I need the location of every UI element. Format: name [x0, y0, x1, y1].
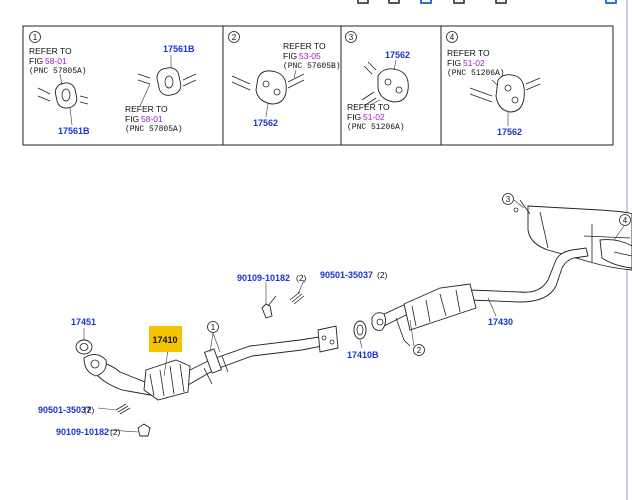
rubber-hanger-drawing	[59, 55, 197, 107]
part-number-link[interactable]: 90501-35037	[38, 405, 91, 415]
refer-label: REFER TO	[447, 48, 490, 58]
fig-label: FIG	[447, 58, 461, 68]
fig-label: FIG	[347, 112, 361, 122]
toolbar-grid-icon[interactable]	[357, 0, 369, 4]
pnc-label: (PNC 51206A)	[347, 123, 405, 132]
callout-circle-1: 1	[207, 321, 219, 333]
panel-number-badge	[446, 31, 458, 43]
panel-number: 2	[232, 33, 237, 42]
part-number-link[interactable]: 17410B	[347, 350, 379, 360]
panel-number-badge	[228, 31, 240, 43]
part-number-link[interactable]: 17430	[488, 317, 513, 327]
top-toolbar-strip	[0, 0, 632, 6]
rubber-hanger-drawing	[361, 59, 409, 107]
panel-number-badge	[29, 31, 41, 43]
pnc-label: (PNC 57805A)	[29, 67, 87, 76]
part-number-link[interactable]: 90501-35037	[320, 270, 373, 280]
callout-circle-4: 4	[619, 214, 631, 226]
upper-fasteners-drawing	[261, 279, 305, 319]
part-number-link[interactable]: 17561B	[58, 126, 90, 136]
panel-number: 4	[450, 33, 455, 42]
part-number-link[interactable]: 17451	[71, 317, 96, 327]
fig-link[interactable]: 58-01	[45, 56, 67, 66]
part-number-link[interactable]: 90109-10182	[237, 273, 290, 283]
toolbar-list-icon[interactable]	[388, 0, 400, 4]
lower-fasteners-drawing	[97, 403, 151, 437]
refer-label: REFER TO	[125, 104, 168, 114]
rubber-hanger-drawing	[469, 74, 541, 126]
refer-label: REFER TO	[283, 41, 326, 51]
panel-number: 3	[349, 33, 354, 42]
part-number-link[interactable]: 90109-10182	[56, 427, 109, 437]
svg-text:3: 3	[506, 195, 511, 204]
toolbar-print-icon[interactable]	[453, 0, 465, 4]
toolbar-zoom-icon[interactable]	[495, 0, 507, 4]
svg-text:4: 4	[623, 216, 628, 225]
panel-number: 1	[33, 33, 38, 42]
quantity-label: (2)	[296, 273, 307, 283]
pnc-label: (PNC 57605B)	[283, 62, 341, 71]
fig-label: FIG	[29, 56, 43, 66]
fig-label: FIG	[283, 51, 297, 61]
pnc-label: (PNC 57805A)	[125, 125, 183, 134]
part-number-link[interactable]: 17562	[497, 127, 522, 137]
callout-circle-3: 3	[502, 193, 514, 205]
part-number-link[interactable]: 17562	[385, 50, 410, 60]
quantity-label: (2)	[110, 427, 121, 437]
part-number-link[interactable]: 17561B	[163, 44, 195, 54]
svg-text:2: 2	[417, 346, 422, 355]
highlighted-part-17410[interactable]: 17410	[149, 326, 182, 352]
fig-label: FIG	[125, 114, 139, 124]
refer-label: REFER TO	[347, 102, 390, 112]
rear-muffler-assembly	[513, 199, 632, 271]
refer-label: REFER TO	[29, 46, 72, 56]
panel-number-badge	[345, 31, 357, 43]
front-pipe-assembly	[83, 325, 339, 401]
panel-4: 4 REFER TO FIG 51-02 (PNC 51206A) 17562	[446, 31, 541, 137]
panel-3: 3 17562 REFER TO FIG 51-02 (PNC 51206A)	[345, 31, 410, 132]
fig-link[interactable]: 53-05	[299, 51, 321, 61]
svg-text:1: 1	[211, 323, 216, 332]
toolbar-view-icon[interactable]	[420, 0, 432, 4]
toolbar-settings-icon[interactable]	[605, 0, 617, 4]
quantity-label: (2)	[84, 405, 95, 415]
callout-circle-2: 2	[413, 344, 425, 356]
quantity-label: (2)	[377, 270, 388, 280]
gasket-left-drawing	[75, 328, 93, 355]
rubber-hanger-drawing	[37, 82, 89, 126]
panel-2: 2 REFER TO FIG 53-05 (PNC 57605B) 17562	[228, 31, 341, 128]
center-pipe-assembly	[371, 247, 589, 347]
rubber-hanger-drawing	[231, 69, 305, 118]
panel-1: 1 REFER TO FIG 58-01 (PNC 57805A) 17561B…	[29, 31, 197, 136]
fig-link[interactable]: 58-01	[141, 114, 163, 124]
pnc-label: (PNC 51206A)	[447, 69, 505, 78]
fig-link[interactable]: 51-02	[363, 112, 385, 122]
gasket-right-drawing	[353, 320, 367, 349]
fig-link[interactable]: 51-02	[463, 58, 485, 68]
part-number-link[interactable]: 17410	[152, 335, 177, 345]
part-number-link[interactable]: 17562	[253, 118, 278, 128]
